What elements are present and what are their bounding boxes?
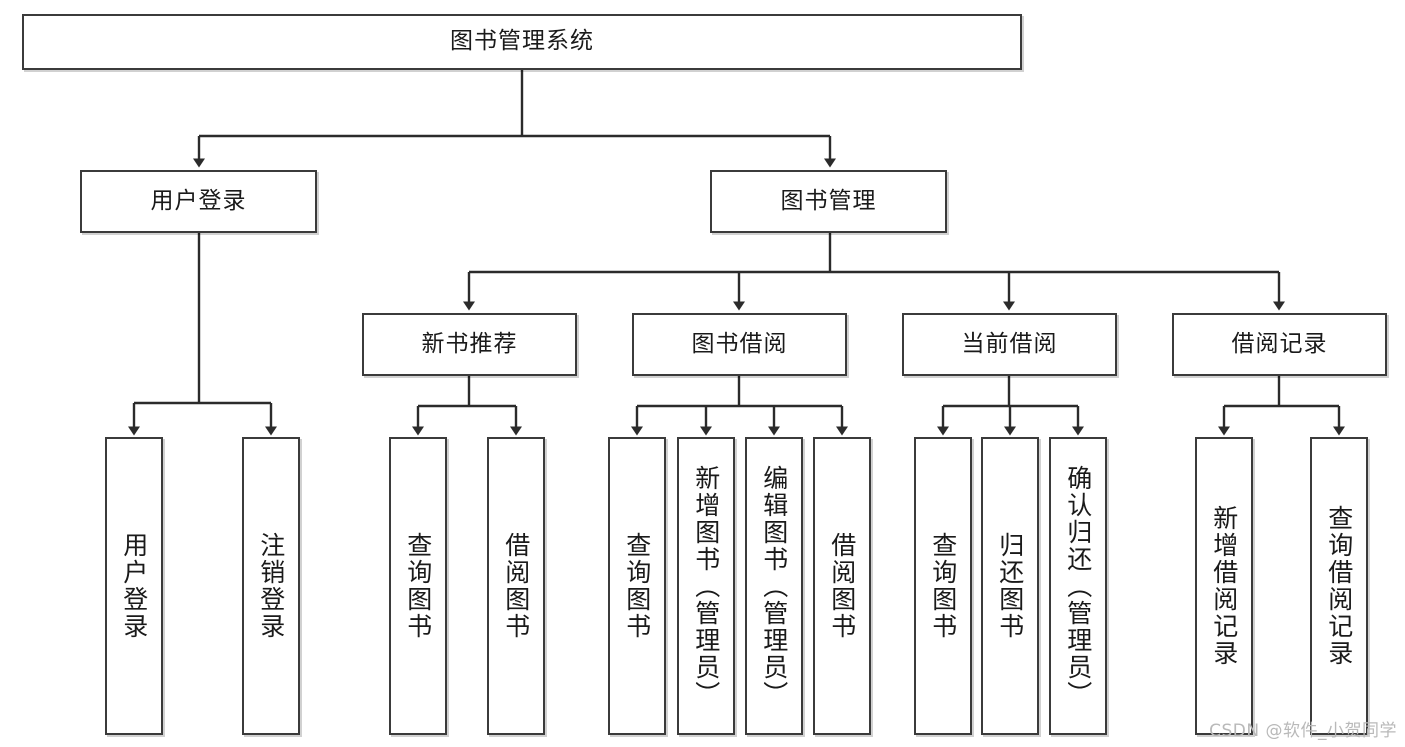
node-current-borrow[interactable]: 当前借阅 [902, 313, 1117, 376]
node-label: 借阅图书 [501, 532, 531, 640]
node-user-login[interactable]: 用户登录 [80, 170, 317, 233]
node-label: 新增借阅记录 [1209, 505, 1239, 667]
node-leaf-query-book-current[interactable]: 查询图书 [914, 437, 972, 735]
node-label: 查询图书 [403, 532, 433, 640]
node-new-book-recommend[interactable]: 新书推荐 [362, 313, 577, 376]
node-leaf-query-book-new[interactable]: 查询图书 [389, 437, 447, 735]
node-label: 借阅图书 [827, 532, 857, 640]
node-label: 新增图书（管理员） [691, 464, 721, 708]
node-leaf-query-borrow-record[interactable]: 查询借阅记录 [1310, 437, 1368, 735]
node-label: 当前借阅 [961, 330, 1058, 357]
node-label: 查询图书 [928, 532, 958, 640]
node-leaf-query-book-borrow[interactable]: 查询图书 [608, 437, 666, 735]
node-root-book-management-system[interactable]: 图书管理系统 [22, 14, 1022, 70]
csdn-watermark: CSDN @软件_小贺同学 [1209, 721, 1397, 741]
node-label: 查询借阅记录 [1324, 505, 1354, 667]
node-leaf-add-borrow-record[interactable]: 新增借阅记录 [1195, 437, 1253, 735]
node-book-management[interactable]: 图书管理 [710, 170, 947, 233]
node-leaf-user-login[interactable]: 用户登录 [105, 437, 163, 735]
node-label: 借阅记录 [1231, 330, 1328, 357]
node-leaf-return-book[interactable]: 归还图书 [981, 437, 1039, 735]
node-borrow-record[interactable]: 借阅记录 [1172, 313, 1387, 376]
node-leaf-borrow-book-new[interactable]: 借阅图书 [487, 437, 545, 735]
node-leaf-borrow-book[interactable]: 借阅图书 [813, 437, 871, 735]
node-leaf-edit-book-admin[interactable]: 编辑图书（管理员） [745, 437, 803, 735]
node-leaf-confirm-return-admin[interactable]: 确认归还（管理员） [1049, 437, 1107, 735]
node-label: 编辑图书（管理员） [759, 464, 789, 708]
node-leaf-logout[interactable]: 注销登录 [242, 437, 300, 735]
node-book-borrow[interactable]: 图书借阅 [632, 313, 847, 376]
node-label: 确认归还（管理员） [1063, 464, 1093, 708]
node-label: 用户登录 [119, 532, 149, 640]
node-label: 查询图书 [622, 532, 652, 640]
node-label: 图书管理系统 [450, 28, 594, 55]
node-label: 注销登录 [256, 532, 286, 640]
node-label: 归还图书 [995, 532, 1025, 640]
node-label: 图书借阅 [691, 330, 788, 357]
node-label: 新书推荐 [421, 330, 518, 357]
node-leaf-add-book-admin[interactable]: 新增图书（管理员） [677, 437, 735, 735]
node-label: 图书管理 [780, 187, 877, 214]
node-label: 用户登录 [150, 187, 247, 214]
